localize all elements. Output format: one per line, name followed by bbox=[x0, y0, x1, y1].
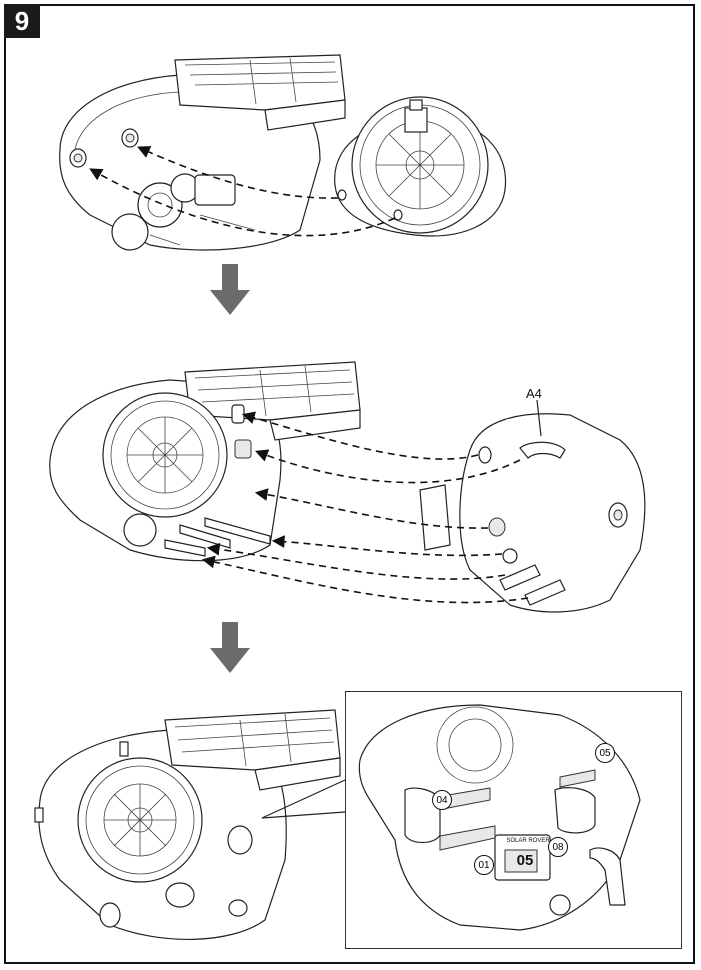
detail-inset-frame bbox=[345, 691, 682, 949]
chassis-top bbox=[59, 54, 346, 251]
panel1-guide-lines bbox=[89, 146, 396, 237]
panel2-guide-lines bbox=[201, 411, 529, 604]
instruction-frame bbox=[4, 4, 695, 964]
left-assembly bbox=[49, 361, 361, 562]
part-label-a4: A4 bbox=[526, 386, 542, 401]
sticker-callout-05: 05 bbox=[595, 743, 615, 763]
sticker-detail-view bbox=[358, 704, 641, 931]
sticker-callout-01: 01 bbox=[474, 855, 494, 875]
sticker-badge-title: SOLAR ROVER bbox=[506, 838, 550, 844]
zoom-leader-line bbox=[261, 779, 346, 819]
a4-leader-line bbox=[536, 399, 542, 437]
sticker-badge-number: 05 bbox=[516, 852, 534, 869]
down-arrow-icon bbox=[210, 622, 250, 673]
zoom-leader-line-lower bbox=[261, 811, 346, 819]
down-arrow-icon bbox=[210, 264, 250, 315]
gear-wheel-assembly bbox=[334, 96, 507, 237]
step-number-badge: 9 bbox=[4, 4, 40, 38]
final-assembly bbox=[34, 709, 341, 941]
sticker-callout-04: 04 bbox=[432, 790, 452, 810]
right-housing bbox=[419, 413, 646, 613]
sticker-callout-08: 08 bbox=[548, 837, 568, 857]
